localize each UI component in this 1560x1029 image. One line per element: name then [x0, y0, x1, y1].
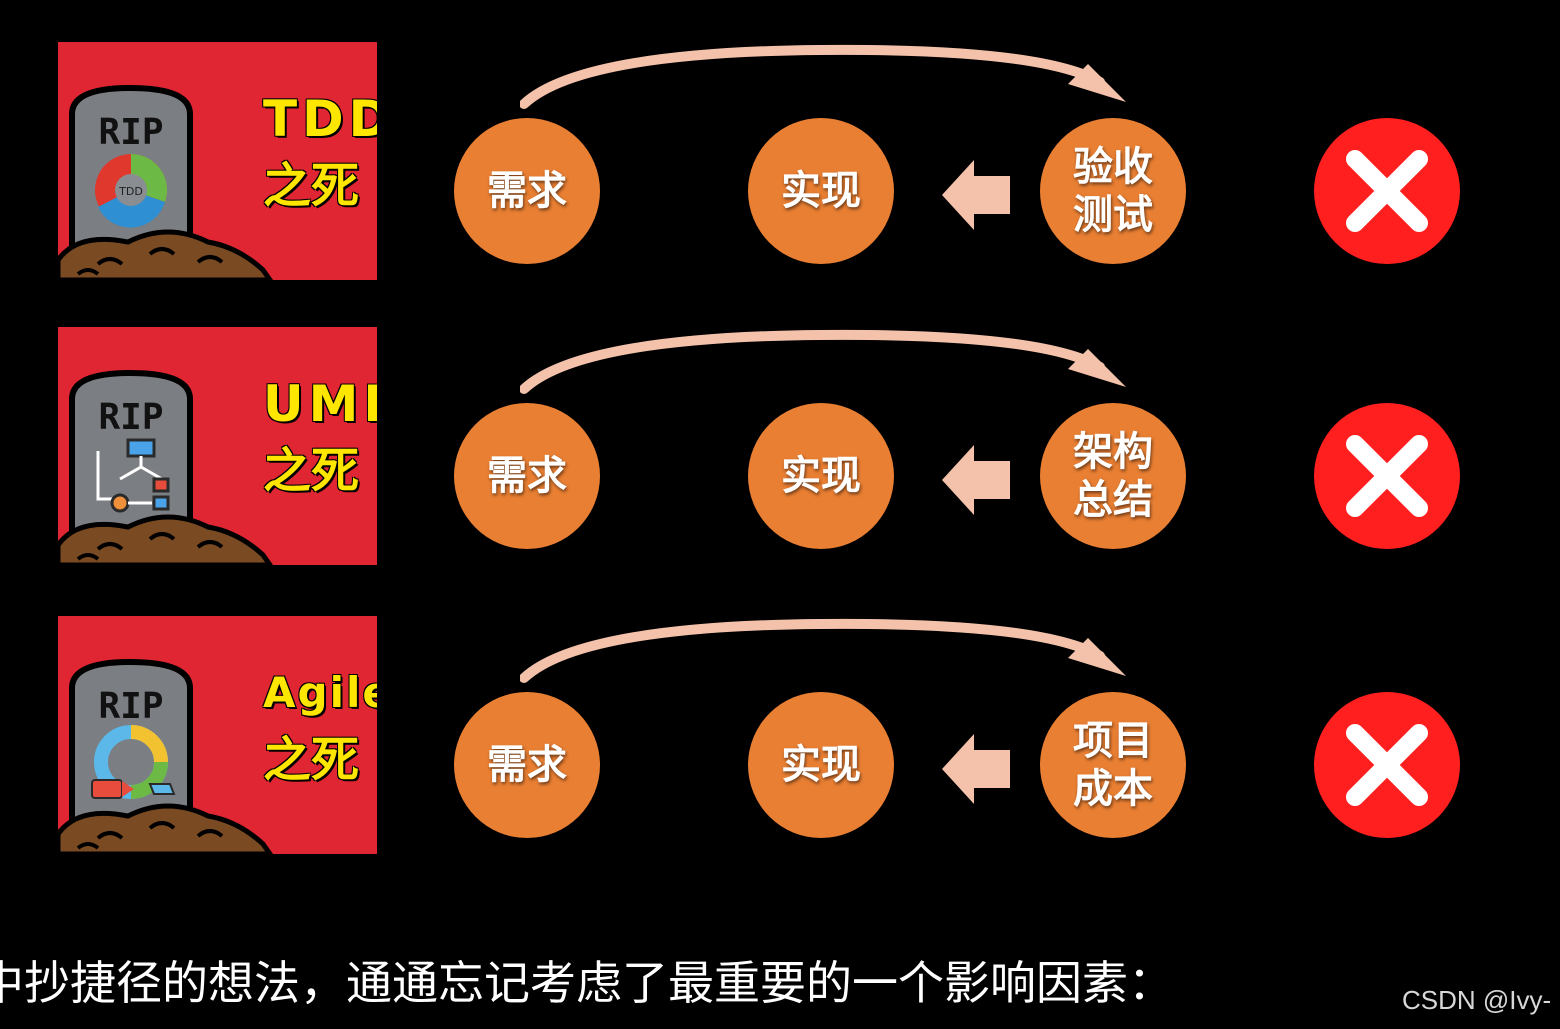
- tombstone-card-tdd: RIP TDD TDD 之死: [58, 42, 377, 280]
- tool-name: UML: [263, 375, 377, 433]
- tool-name: Agile: [263, 668, 377, 717]
- left-arrow-icon: [942, 445, 1010, 515]
- uml-flowchart-icon: [96, 438, 170, 513]
- agile-cycle-icon: [91, 725, 176, 799]
- feedback-arrow: [520, 329, 1126, 394]
- tombstone-icon: RIP TDD: [58, 84, 274, 280]
- cross-icon: [1314, 692, 1460, 838]
- left-arrow-icon: [942, 160, 1010, 230]
- watermark: CSDN @Ivy-: [1402, 985, 1552, 1015]
- subtitle-caption: 中抄捷径的想法，通通忘记考虑了最重要的一个影响因素：: [0, 956, 1174, 1010]
- rip-text: RIP: [98, 686, 163, 727]
- tdd-cycle-icon: TDD: [95, 153, 168, 228]
- implementation-node: 实现: [748, 118, 894, 264]
- tombstone-card-uml: RIP UML 之死: [58, 327, 377, 565]
- implementation-node: 实现: [748, 692, 894, 838]
- feedback-arrow: [520, 618, 1126, 683]
- requirement-node: 需求: [454, 118, 600, 264]
- left-arrow-icon: [942, 734, 1010, 804]
- svg-text:TDD: TDD: [118, 185, 143, 198]
- row-tdd: RIP TDD TDD 之死 需求 实现 验收 测试: [0, 42, 1560, 282]
- row-agile: RIP Agile 之死 需求 实现 项目 成本: [0, 616, 1560, 856]
- check-node: 项目 成本: [1040, 692, 1186, 838]
- requirement-node: 需求: [454, 692, 600, 838]
- cross-icon: [1314, 118, 1460, 264]
- tool-name: TDD: [263, 90, 377, 148]
- check-node: 架构 总结: [1040, 403, 1186, 549]
- death-label: 之死: [263, 732, 360, 788]
- implementation-node: 实现: [748, 403, 894, 549]
- rip-text: RIP: [98, 397, 163, 438]
- tombstone-card-agile: RIP Agile 之死: [58, 616, 377, 854]
- tombstone-icon: RIP: [58, 658, 274, 854]
- feedback-arrow: [520, 44, 1126, 109]
- death-label: 之死: [263, 443, 360, 499]
- rip-text: RIP: [98, 112, 163, 153]
- tombstone-icon: RIP: [58, 369, 274, 565]
- row-uml: RIP UML 之死 需求 实现 架构 总结: [0, 327, 1560, 567]
- death-label: 之死: [263, 158, 360, 214]
- cross-icon: [1314, 403, 1460, 549]
- check-node: 验收 测试: [1040, 118, 1186, 264]
- requirement-node: 需求: [454, 403, 600, 549]
